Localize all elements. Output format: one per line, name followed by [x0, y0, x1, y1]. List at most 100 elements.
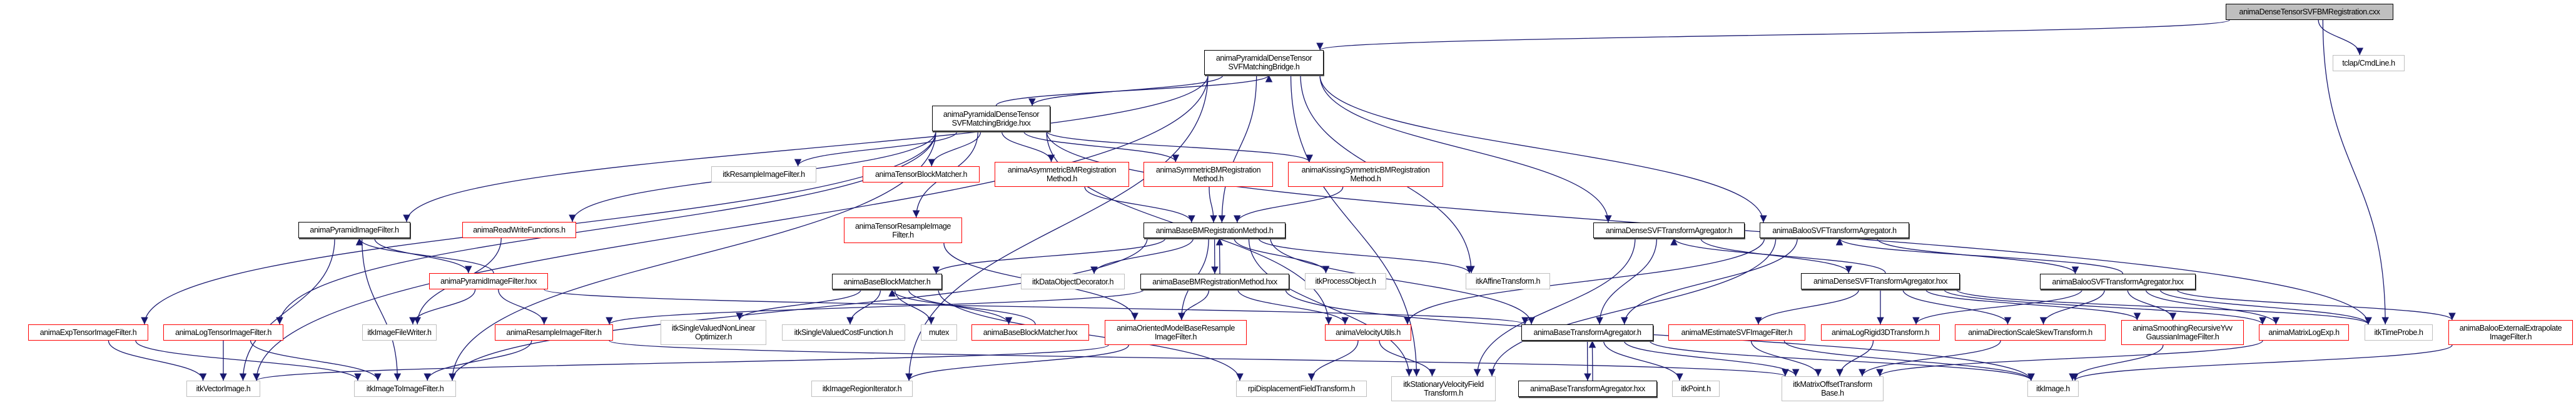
- graph-node-file-writer[interactable]: itkImageFileWriter.h: [362, 324, 437, 341]
- graph-node-tensor-resample[interactable]: animaTensorResampleImage Filter.h: [844, 218, 962, 243]
- dependency-edge: [1858, 340, 2001, 377]
- dependency-edge: [2127, 289, 2177, 321]
- graph-node-base-block[interactable]: animaBaseBlockMatcher.h: [832, 274, 942, 289]
- graph-node-asym[interactable]: animaAsymmetricBMRegistration Method.h: [995, 162, 1129, 187]
- dependency-edge: [1090, 238, 1194, 274]
- dependency-edge: [1755, 289, 1860, 325]
- dependency-edge: [1233, 186, 1344, 223]
- dependency-edge: [1270, 238, 1535, 325]
- dependency-edge: [1943, 289, 2266, 325]
- graph-node-velocity[interactable]: animaVelocityUtils.h: [1325, 324, 1411, 341]
- dependency-edge: [905, 74, 1209, 381]
- graph-node-dir-scale[interactable]: animaDirectionScaleSkewTransform.h: [1955, 324, 2106, 341]
- dependency-edge: [108, 340, 207, 381]
- dependency-edge: [1209, 186, 1217, 223]
- graph-node-baloo-hxx[interactable]: animaBalooSVFTransformAgregator.hxx: [2040, 274, 2196, 289]
- graph-node-base-tah[interactable]: animaBaseTransformAgregator.h: [1521, 324, 1653, 341]
- dependency-edge: [736, 289, 862, 321]
- dependency-edge: [1178, 289, 1210, 321]
- dependency-edge: [846, 289, 881, 325]
- dependency-edge: [2159, 289, 2372, 325]
- graph-node-read-write[interactable]: animaReadWriteFunctions.h: [462, 222, 576, 238]
- dependency-edge: [1379, 340, 1436, 377]
- dependency-edge: [355, 238, 494, 274]
- dependency-edge: [1620, 238, 1798, 325]
- dependency-edge: [1955, 289, 2372, 325]
- graph-node-svf-transform[interactable]: itkStationaryVelocityField Transform.h: [1391, 376, 1496, 401]
- graph-node-dense-h[interactable]: animaDenseSVFTransformAgregator.h: [1593, 222, 1745, 238]
- dependency-edge: [609, 340, 1789, 377]
- graph-node-cost-fn[interactable]: itkSingleValuedCostFunction.h: [782, 324, 905, 341]
- graph-node-non-lin-opt[interactable]: itkSingleValuedNonLinear Optimizer.h: [661, 320, 766, 345]
- graph-node-mestimate[interactable]: animaMEstimateSVFImageFilter.h: [1668, 324, 1805, 341]
- graph-node-kissing[interactable]: animaKissingSymmetricBMRegistration Meth…: [1288, 162, 1443, 187]
- dependency-edge: [1488, 238, 1777, 377]
- graph-node-base-tahxx[interactable]: animaBaseTransformAgregator.hxx: [1518, 381, 1657, 397]
- graph-node-exp-tensor[interactable]: animaExpTensorImageFilter.h: [28, 324, 148, 341]
- graph-node-vector-image[interactable]: itkVectorImage.h: [186, 381, 260, 397]
- dependency-edge: [1319, 74, 1612, 223]
- dependency-edge: [1316, 19, 2230, 51]
- dependency-edge: [1835, 238, 2124, 274]
- dependency-edge: [1912, 289, 2083, 325]
- graph-node-bridge-h[interactable]: animaPyramidalDenseTensor SVFMatchingBri…: [1204, 50, 1324, 75]
- dependency-edge: [1023, 131, 1180, 162]
- graph-node-rpi-disp[interactable]: rpiDisplacementFieldTransform.h: [1236, 381, 1367, 397]
- graph-node-sym[interactable]: animaSymmetricBMRegistration Method.h: [1143, 162, 1273, 187]
- graph-node-region-iter[interactable]: itkImageRegionIterator.h: [811, 381, 913, 397]
- graph-node-itk-resample[interactable]: itkResampleImageFilter.h: [711, 166, 816, 182]
- dependency-edge: [2071, 344, 2453, 381]
- dependency-edge: [2176, 289, 2456, 321]
- dependency-edge: [1603, 340, 1683, 381]
- dependency-edge: [2145, 289, 2280, 325]
- graph-node-log-rigid[interactable]: animaLogRigid3DTransform.h: [1821, 324, 1940, 341]
- graph-node-pyr-hxx[interactable]: animaPyramidImageFilter.hxx: [429, 273, 548, 289]
- graph-node-img-to-img[interactable]: itkImageToImageFilter.h: [354, 381, 456, 397]
- dependency-edge: [1001, 131, 1055, 162]
- graph-node-block-hxx[interactable]: animaBaseBlockMatcher.hxx: [971, 324, 1089, 341]
- dependency-edge: [250, 340, 382, 381]
- dependency-edge: [1670, 238, 1886, 274]
- dependency-edge: [1404, 238, 1765, 325]
- dependency-edge: [1046, 131, 1313, 162]
- graph-node-baloo-h[interactable]: animaBalooSVFTransformAgregator.h: [1760, 222, 1909, 238]
- dependency-edge: [1258, 238, 1473, 274]
- graph-node-smoothing[interactable]: animaSmoothingRecursiveYvv GaussianImage…: [2121, 320, 2244, 345]
- graph-node-oriented[interactable]: animaOrientedModelBaseResample ImageFilt…: [1105, 320, 1247, 345]
- graph-node-affine[interactable]: itkAffineTransform.h: [1466, 273, 1550, 289]
- dependency-edge: [1237, 289, 1349, 325]
- dependency-edge: [2069, 344, 2164, 381]
- dependency-edge: [1649, 340, 2035, 381]
- dependency-edge: [1876, 340, 2263, 377]
- dependency-edge: [423, 340, 532, 381]
- graph-node-pyr-h[interactable]: animaPyramidImageFilter.h: [298, 222, 410, 238]
- dependency-edge: [239, 238, 335, 381]
- graph-node-bridge-hxx[interactable]: animaPyramidalDenseTensor SVFMatchingBri…: [932, 106, 1050, 131]
- graph-node-mutex[interactable]: mutex: [921, 324, 957, 341]
- graph-node-itk-point[interactable]: itkPoint.h: [1672, 381, 1720, 397]
- graph-node-tensor-bm[interactable]: animaTensorBlockMatcher.h: [863, 166, 980, 182]
- graph-node-resample[interactable]: animaResampleImageFilter.h: [495, 324, 613, 341]
- graph-node-tclap[interactable]: tclap/CmdLine.h: [2333, 55, 2405, 71]
- graph-node-baloo-ext[interactable]: animaBalooExternalExtrapolate ImageFilte…: [2448, 320, 2573, 345]
- graph-node-proc-obj[interactable]: itkProcessObject.h: [1305, 273, 1386, 289]
- dependency-edge: [498, 289, 548, 325]
- dependency-edge: [374, 238, 472, 274]
- dependency-edge: [135, 340, 362, 381]
- graph-node-base-bmh[interactable]: animaBaseBMRegistrationMethod.h: [1143, 222, 1285, 238]
- dependency-edge: [2322, 19, 2389, 325]
- graph-node-base-bmhxx[interactable]: animaBaseBMRegistrationMethod.hxx: [1140, 274, 1289, 289]
- graph-node-log-tensor[interactable]: animaLogTensorImageFilter.h: [163, 324, 283, 341]
- dependency-edge: [2039, 289, 2106, 325]
- dependency-edge: [932, 238, 1166, 274]
- graph-node-root[interactable]: animaDenseTensorSVFBMRegistration.cxx: [2226, 4, 2393, 20]
- graph-node-itk-image[interactable]: itkImage.h: [2027, 381, 2079, 397]
- dependency-edge: [894, 289, 935, 325]
- dependency-edge: [1218, 74, 1257, 223]
- graph-node-time-probe[interactable]: itkTimeProbe.h: [2365, 324, 2433, 341]
- graph-node-mat-log[interactable]: animaMatrixLogExp.h: [2259, 324, 2349, 341]
- graph-node-data-obj[interactable]: itkDataObjectDecorator.h: [1021, 274, 1125, 289]
- graph-node-dense-hxx[interactable]: animaDenseSVFTransformAgregator.hxx: [1801, 273, 1960, 289]
- dependency-edge: [253, 344, 1109, 381]
- graph-node-mat-offset[interactable]: itkMatrixOffsetTransform Base.h: [1782, 376, 1884, 401]
